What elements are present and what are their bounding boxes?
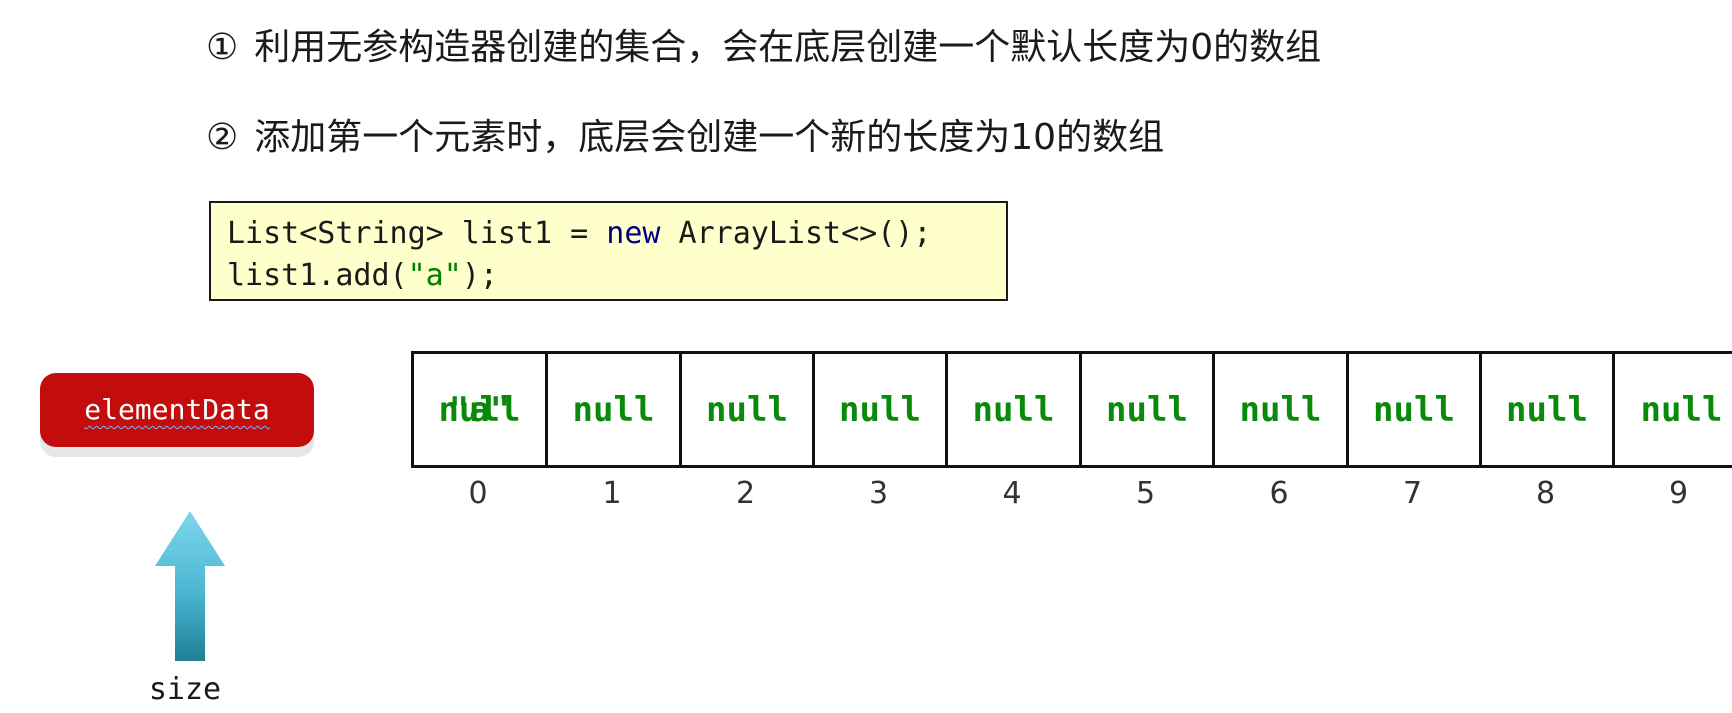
- array-cell-0: null"a": [414, 354, 548, 465]
- code-string-literal: "a": [407, 258, 462, 293]
- statement-2: ② 添加第一个元素时，底层会创建一个新的长度为10的数组: [206, 114, 1164, 162]
- element-data-variable: elementData: [40, 373, 314, 447]
- up-arrow-icon: [155, 511, 225, 661]
- array-index-3: 3: [868, 476, 889, 511]
- array-index-5: 5: [1135, 476, 1156, 511]
- array-cell-3: null: [815, 354, 948, 465]
- statement-1-text: 利用无参构造器创建的集合，会在底层创建一个默认长度为0的数组: [254, 27, 1322, 68]
- statement-1-number: ①: [206, 27, 239, 68]
- array-cell-value: null: [438, 389, 521, 430]
- array-cell-value: null: [572, 389, 655, 430]
- size-label: size: [148, 672, 222, 707]
- array-index-6: 6: [1269, 476, 1289, 511]
- code-box: List<String> list1 = new ArrayList<>(); …: [209, 201, 1008, 301]
- array-indices: 0 1 2 3 4 5 6 7 8 9: [411, 474, 1732, 514]
- array-cell-value: null: [1640, 389, 1723, 430]
- array-cell-5: null: [1082, 354, 1215, 465]
- array-index-0: 0: [468, 476, 488, 511]
- code-line-1-start: List<String> list1 =: [227, 216, 607, 251]
- array-index-9: 9: [1668, 476, 1689, 511]
- array-cell-value: null: [1239, 389, 1322, 430]
- code-line-2-end: );: [461, 258, 498, 293]
- code-keyword-new: new: [606, 216, 661, 251]
- array-cell-value: null: [839, 389, 921, 430]
- array-index-2: 2: [735, 476, 756, 511]
- array-cell-4: null: [948, 354, 1082, 465]
- array-cell-value: null: [706, 389, 788, 430]
- array-cell-7: null: [1349, 354, 1482, 465]
- element-data-label: elementData: [84, 393, 270, 426]
- array-cell-8: null: [1482, 354, 1615, 465]
- statement-2-number: ②: [206, 117, 239, 158]
- array-cell-value: null: [1506, 389, 1588, 430]
- array-cell-value: null: [972, 389, 1055, 430]
- array-index-7: 7: [1402, 476, 1423, 511]
- array-cell-9: null: [1615, 354, 1732, 465]
- statement-2-text: 添加第一个元素时，底层会创建一个新的长度为10的数组: [254, 117, 1165, 158]
- array-cell-value: null: [1373, 389, 1455, 430]
- array-index-8: 8: [1535, 476, 1556, 511]
- code-line-1-end: ArrayList<>();: [660, 216, 932, 251]
- array-cell-2: null: [682, 354, 815, 465]
- array-index-1: 1: [602, 476, 622, 511]
- array-cell-6: null: [1215, 354, 1349, 465]
- code-line-2-start: list1.add(: [227, 258, 408, 293]
- array-cell-value: null: [1106, 389, 1188, 430]
- statement-1: ① 利用无参构造器创建的集合，会在底层创建一个默认长度为0的数组: [206, 24, 1321, 72]
- array-cell-1: null: [548, 354, 682, 465]
- array-index-4: 4: [1002, 476, 1022, 511]
- array-cell-added-value: "a": [448, 389, 511, 430]
